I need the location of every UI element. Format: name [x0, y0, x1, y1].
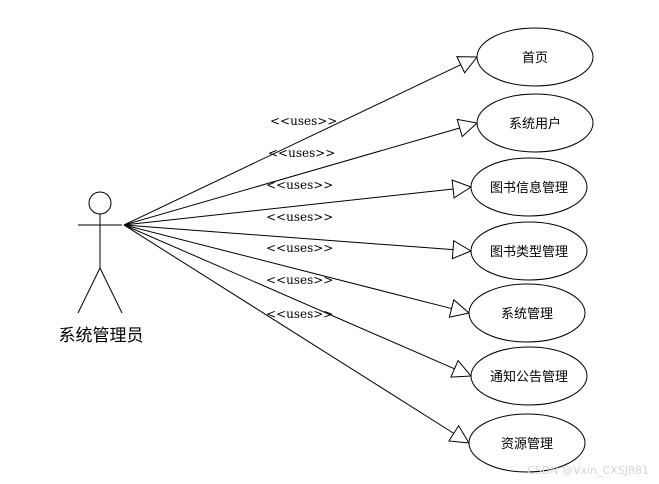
associations — [123, 56, 479, 444]
use-case-notice-management: 通知公告管理 — [470, 346, 588, 406]
use-case-label: 图书类型管理 — [490, 245, 568, 260]
use-case-system-user: 系统用户 — [476, 93, 594, 153]
actor-left-leg — [77, 267, 101, 314]
use-case-label: 资源管理 — [501, 437, 553, 452]
use-case-label: 系统管理 — [501, 307, 553, 322]
stereotype-labels: <<uses>> <<uses>> <<uses>> <<uses>> <<us… — [266, 114, 337, 321]
use-case-label: 系统用户 — [509, 116, 561, 132]
uses-label: <<uses>> — [270, 114, 337, 128]
watermark: CSDN @Vxin_CXSJ881 — [527, 464, 649, 477]
association-line — [123, 224, 455, 370]
actor: 系统管理员 — [59, 191, 144, 346]
arrowhead — [450, 359, 473, 378]
arrowhead — [451, 179, 473, 199]
use-case-ellipse — [468, 283, 586, 343]
association-line — [123, 224, 455, 434]
arrowhead — [456, 56, 479, 74]
use-case-ellipse — [470, 221, 588, 281]
use-case-label: 首页 — [522, 51, 548, 66]
use-case-ellipse — [470, 157, 588, 217]
use-case-ellipse — [476, 93, 594, 153]
actor-right-leg — [99, 267, 123, 314]
association-line — [123, 64, 461, 226]
use-case-book-info-management: 图书信息管理 — [470, 157, 588, 217]
use-case-ellipse — [476, 27, 594, 87]
uses-label: <<uses>> — [266, 178, 333, 192]
arrowhead — [448, 424, 470, 444]
uses-label: <<uses>> — [266, 241, 333, 255]
arrowhead — [456, 118, 479, 138]
association-line — [123, 224, 452, 310]
use-case-resource-management: 资源管理 — [468, 413, 586, 473]
use-case-label: 通知公告管理 — [490, 369, 568, 385]
association-line — [123, 224, 454, 251]
arrowhead — [451, 239, 473, 260]
actor-label: 系统管理员 — [59, 326, 144, 346]
use-case-ellipse — [470, 346, 588, 406]
use-case-ellipse — [468, 413, 586, 473]
association-line — [123, 188, 454, 226]
uses-label: <<uses>> — [268, 146, 335, 160]
uses-label: <<uses>> — [266, 273, 333, 287]
arrowhead — [448, 298, 471, 318]
uses-label: <<uses>> — [266, 307, 333, 321]
use-case-home: 首页 — [476, 27, 594, 87]
use-case-book-type-management: 图书类型管理 — [470, 221, 588, 281]
uses-label: <<uses>> — [266, 210, 333, 224]
use-case-system-management: 系统管理 — [468, 283, 586, 343]
actor-head — [88, 191, 112, 215]
use-case-label: 图书信息管理 — [490, 180, 568, 196]
association-line — [123, 127, 460, 226]
